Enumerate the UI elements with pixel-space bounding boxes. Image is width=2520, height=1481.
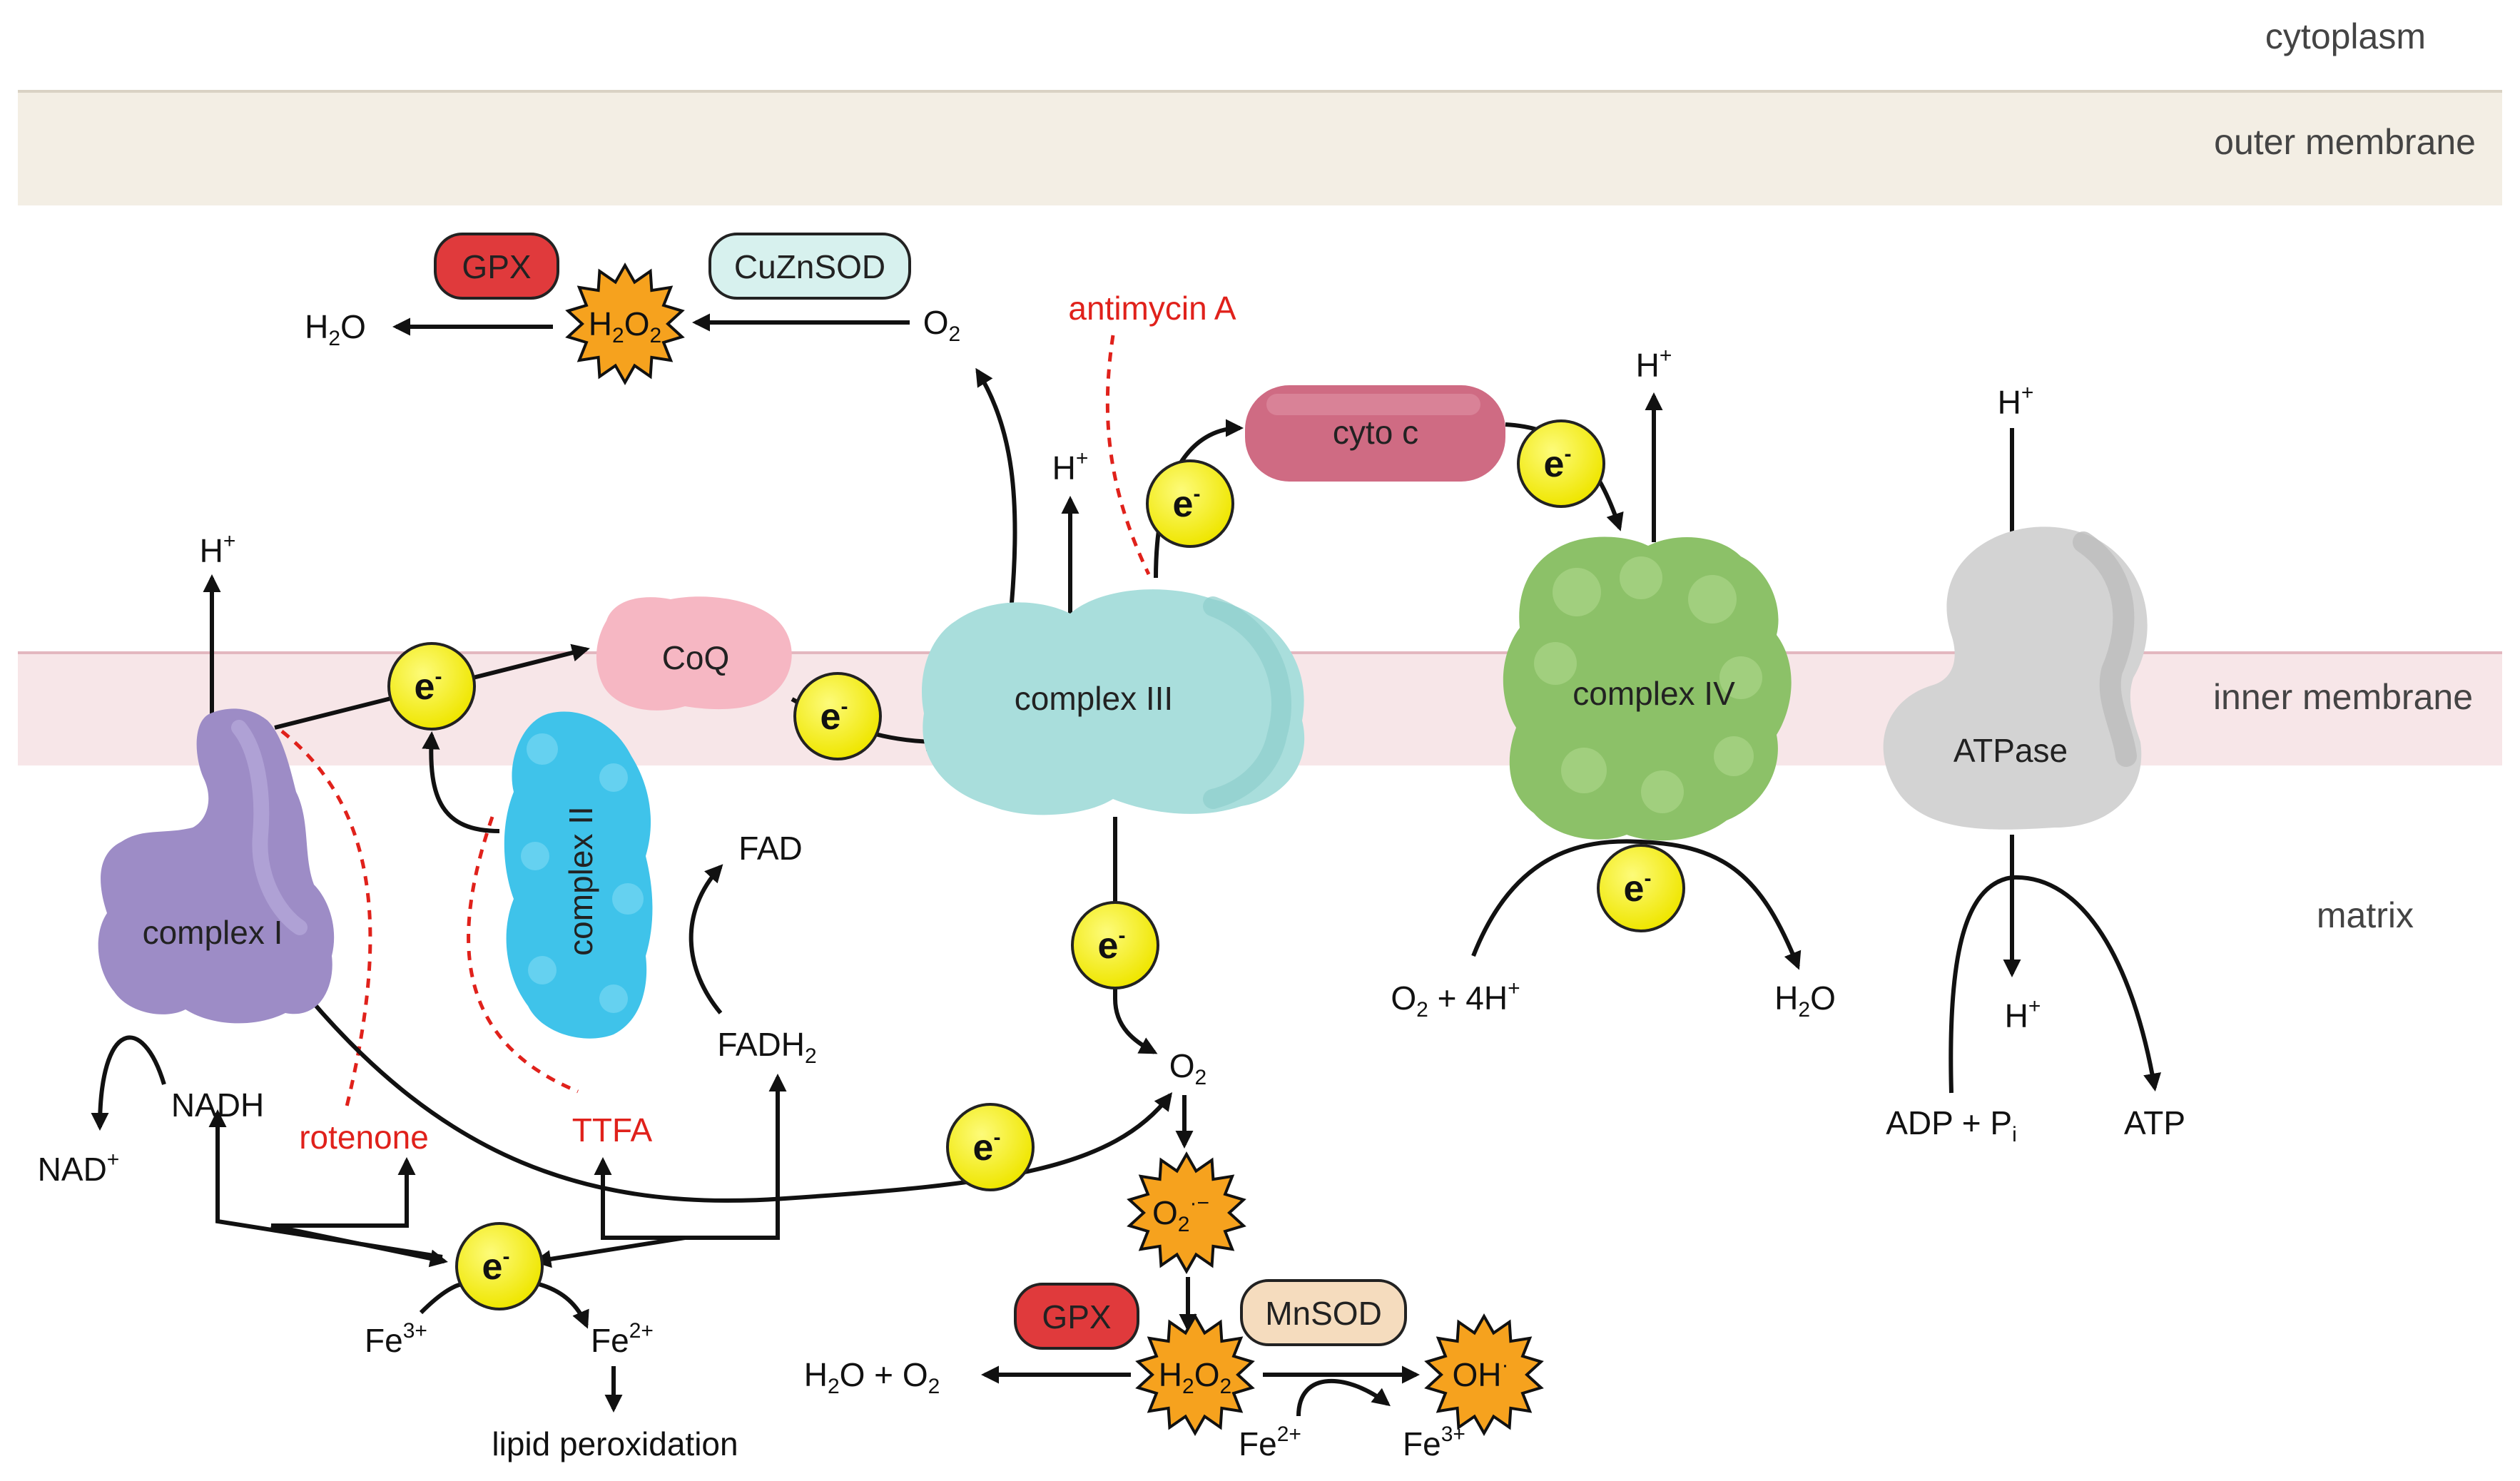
- cuznsod-label: CuZnSOD: [734, 248, 885, 285]
- ttfa-label: TTFA: [572, 1111, 653, 1149]
- svg-text:H2O2: H2O2: [1159, 1356, 1231, 1398]
- matrix-label: matrix: [2317, 895, 2414, 935]
- h-atpase-bottom-label: H+: [2005, 994, 2041, 1034]
- svg-text:e-: e-: [415, 665, 442, 708]
- cuznsod: CuZnSOD: [708, 233, 911, 300]
- coq-label: CoQ: [662, 639, 730, 676]
- complex-i-label: complex I: [143, 914, 283, 951]
- superoxide-burst: O2·−: [1127, 1151, 1246, 1275]
- outer-membrane-band: [18, 91, 2502, 205]
- svg-text:e-: e-: [1544, 442, 1572, 485]
- complex-iv: complex IV: [1503, 536, 1792, 841]
- hydroxyl-burst: OH·: [1424, 1313, 1544, 1437]
- svg-text:e-: e-: [1624, 867, 1652, 910]
- electron-c3-cytoc: e-: [1146, 459, 1234, 548]
- complex-i: complex I: [98, 708, 335, 1024]
- arrow-c3-to-o2-top: [975, 367, 1017, 604]
- gpx-top: GPX: [434, 233, 559, 300]
- fe3-bottom-label: Fe3+: [1403, 1423, 1465, 1462]
- complex-iii-label: complex III: [1015, 680, 1173, 717]
- atp-label: ATP: [2124, 1104, 2185, 1141]
- h2o2-burst-top: H2O2: [565, 262, 685, 386]
- h-c4-label: H+: [1636, 344, 1672, 384]
- fad-label: FAD: [738, 830, 802, 867]
- h2o2-burst-bottom: H2O2: [1135, 1313, 1255, 1437]
- atpase: ATPase: [1883, 526, 2148, 830]
- svg-text:OH·: OH·: [1453, 1353, 1509, 1393]
- electron-fenton: e-: [455, 1222, 544, 1310]
- o2-4h-label: O2 + 4H+: [1391, 977, 1520, 1022]
- electron-c1-o2: e-: [946, 1103, 1035, 1191]
- cyto-c-label: cyto c: [1333, 414, 1418, 451]
- h-c1-label: H+: [200, 529, 236, 569]
- fe3-left-label: Fe3+: [365, 1319, 427, 1359]
- cytoplasm-label: cytoplasm: [2265, 16, 2426, 56]
- electron-coq-c3: e-: [793, 672, 882, 760]
- electron-c4-matrix: e-: [1597, 844, 1685, 932]
- electron-c3-o2: e-: [1071, 901, 1159, 989]
- nad-label: NAD+: [38, 1148, 120, 1188]
- arrow-nadh-network-to-e: [270, 1223, 448, 1268]
- arrow-nadh-to-nad: [91, 1035, 166, 1131]
- antimycin-label: antimycin A: [1068, 290, 1236, 327]
- rotenone-label: rotenone: [299, 1119, 429, 1156]
- lipid-peroxidation-label: lipid peroxidation: [492, 1425, 738, 1462]
- arrow-c2-to-e: [422, 731, 500, 833]
- coq: CoQ: [596, 596, 792, 711]
- svg-text:e-: e-: [973, 1126, 1001, 1169]
- ttfa-line: [467, 816, 579, 1094]
- arrow-c1-to-o2: [305, 994, 1173, 1203]
- arrow-fe3-to-e: [419, 1282, 464, 1315]
- svg-text:e-: e-: [1098, 924, 1126, 967]
- gpx-bottom: GPX: [1014, 1283, 1139, 1350]
- svg-text:e-: e-: [482, 1245, 510, 1288]
- h-c3-label: H+: [1052, 447, 1089, 487]
- inner-membrane-label: inner membrane: [2213, 677, 2473, 717]
- arrow-fe2-to-fe3-bottom: [1296, 1378, 1391, 1417]
- arrow-e-to-rotenone: [271, 1156, 416, 1228]
- fe2-left-label: Fe2+: [591, 1319, 654, 1359]
- adp-pi-label: ADP + Pi: [1886, 1104, 2017, 1146]
- complex-ii-label: complex II: [562, 806, 599, 956]
- complex-iv-label: complex IV: [1573, 675, 1735, 712]
- svg-text:H2O2: H2O2: [589, 305, 661, 347]
- svg-text:e-: e-: [820, 695, 848, 738]
- h2o-top-label: H2O: [305, 308, 366, 350]
- mnsod: MnSOD: [1240, 1279, 1407, 1346]
- nadh-label: NADH: [171, 1086, 264, 1124]
- arrow-ttfa-fadh2-branch: [603, 1073, 787, 1240]
- gpx-bottom-label: GPX: [1042, 1298, 1111, 1335]
- complex-iii: complex III: [922, 589, 1305, 815]
- arrow-c3-down-to-o2: [1113, 817, 1158, 1054]
- mnsod-label: MnSOD: [1265, 1295, 1382, 1332]
- antimycin-line: [1105, 335, 1151, 576]
- o2-top-label: O2: [923, 304, 960, 346]
- arrow-adp-to-atp: [1949, 875, 2162, 1094]
- svg-text:e-: e-: [1173, 482, 1201, 525]
- arrow-c4-o2-to-h2o: [1471, 839, 1802, 970]
- rotenone-line: [280, 730, 372, 1110]
- gpx-top-label: GPX: [462, 248, 531, 285]
- svg-text:O2·−: O2·−: [1152, 1191, 1209, 1236]
- outer-membrane-label: outer membrane: [2214, 122, 2476, 162]
- o2-matrix-label: O2: [1169, 1047, 1206, 1089]
- arrow-fadh2-to-fad: [689, 864, 723, 1014]
- cyto-c: cyto c: [1245, 385, 1505, 482]
- electron-cytoc-c4: e-: [1517, 419, 1605, 508]
- h2o-o2-label: H2O + O2: [804, 1356, 940, 1398]
- arrow-e-to-fe2: [538, 1282, 589, 1329]
- fe2-bottom-label: Fe2+: [1239, 1423, 1301, 1462]
- electron-c1-coq: e-: [387, 642, 476, 731]
- atpase-label: ATPase: [1953, 732, 2068, 769]
- complex-ii: complex II: [504, 711, 653, 1039]
- fadh2-label: FADH2: [717, 1026, 816, 1068]
- arrow-network-to-e: [533, 1236, 686, 1268]
- h2o-c4-label: H2O: [1774, 979, 1836, 1022]
- h-atpase-top-label: H+: [1998, 381, 2034, 421]
